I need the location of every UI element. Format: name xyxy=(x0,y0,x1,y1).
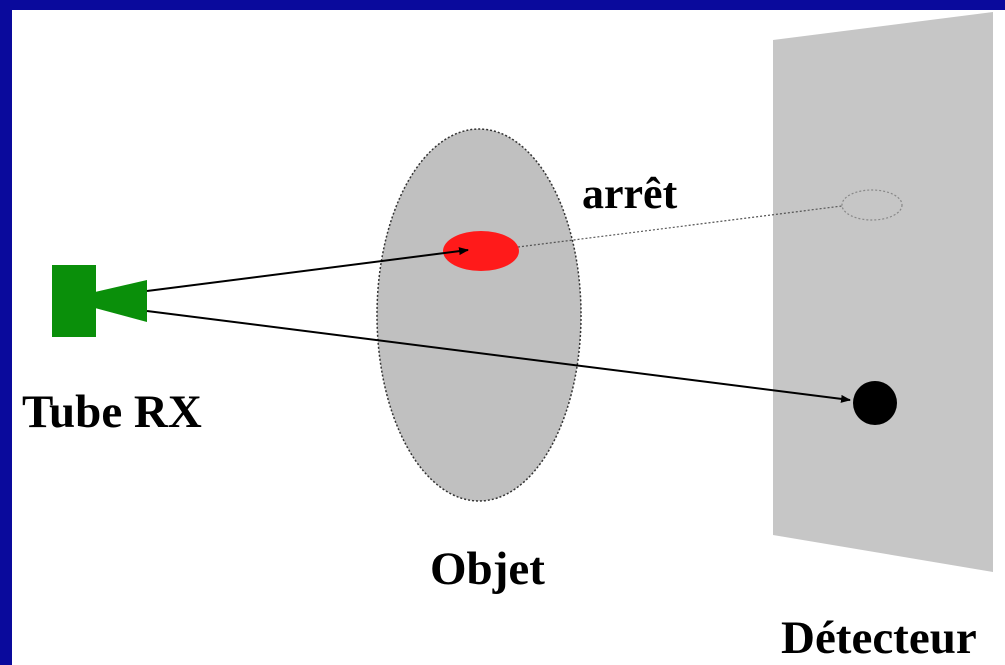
detector-label: Détecteur xyxy=(781,612,977,664)
x-ray-tube-icon xyxy=(52,265,147,337)
detector-plate xyxy=(773,12,993,572)
stop-label: arrêt xyxy=(582,169,678,218)
ray-transmitted xyxy=(146,310,851,403)
left-border-strip xyxy=(0,113,12,665)
stopped-spot xyxy=(443,231,519,271)
object-ellipse xyxy=(376,128,582,502)
object-label: Objet xyxy=(430,543,545,595)
ray-stopped xyxy=(146,247,469,292)
stopped-ray-projection xyxy=(517,205,843,248)
detected-spot xyxy=(853,381,897,425)
ghost-spot xyxy=(841,189,903,221)
tube-label: Tube RX xyxy=(22,386,202,438)
